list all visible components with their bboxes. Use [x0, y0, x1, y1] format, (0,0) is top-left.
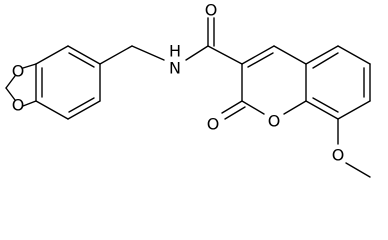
atom-label-o: O [205, 1, 218, 20]
atom-label-h: H [169, 42, 181, 61]
atom-label-o: O [268, 112, 281, 131]
bond-inner [247, 52, 274, 68]
bond [35, 45, 69, 65]
bond [305, 100, 339, 120]
bond [131, 45, 165, 61]
bond [241, 45, 275, 65]
bond [241, 100, 265, 115]
bond-double [224, 106, 246, 120]
atom-label-o: O [12, 96, 25, 115]
bond [283, 100, 307, 115]
bond [345, 162, 371, 178]
bond [221, 100, 243, 114]
bond [99, 45, 133, 65]
bond [22, 100, 37, 107]
bond-inner [68, 52, 95, 68]
bonds [5, 17, 371, 178]
atom-label-o: O [12, 62, 25, 81]
bond-inner [68, 97, 95, 113]
bond [5, 75, 16, 89]
bond [67, 100, 101, 120]
bond [305, 45, 339, 65]
atom-label-o: O [207, 115, 220, 134]
bond [67, 45, 101, 65]
bond [5, 87, 16, 101]
bond [22, 63, 37, 69]
bond [337, 100, 371, 120]
bond [35, 100, 69, 120]
atom-labels: O O N H O O O O [12, 1, 345, 165]
bond-inner [312, 52, 339, 69]
bond [337, 45, 371, 65]
bond [273, 45, 307, 65]
bond [185, 45, 209, 61]
bond-inner [312, 97, 339, 113]
bond [207, 45, 243, 65]
chemical-structure: O O N H O O O O [5, 1, 371, 178]
atom-label-n: N [169, 59, 181, 78]
atom-label-o: O [332, 146, 345, 165]
